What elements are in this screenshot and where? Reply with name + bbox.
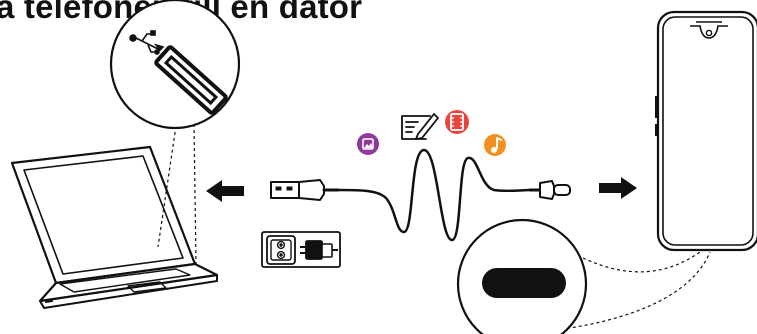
front-camera-icon [705,29,713,37]
phone-zoom-lines [554,251,711,331]
arrow-right-icon [599,177,637,199]
usb-cable [270,148,571,242]
usb-c-plug [528,180,571,200]
document-edit-icon [401,113,439,140]
usb-c-port [482,268,566,298]
phone-notch [690,25,728,39]
usb-symbol-icon [129,30,165,55]
smartphone [655,10,757,252]
music-file-icon [484,134,506,156]
laptop-display [23,155,184,275]
laptop-zoom-lines [157,123,197,265]
laptop-usb-port [45,300,53,303]
laptop [10,145,219,309]
usb-a-plug [270,179,340,201]
arrow-left-icon [206,180,244,202]
laptop-port-zoom [109,0,241,130]
image-file-icon [357,133,379,155]
wall-charger-icon [300,240,338,260]
wall-outlet-icon [266,235,296,265]
laptop-keyboard [59,268,191,293]
phone-side-button [655,96,658,118]
charger-adapter-box [261,231,341,268]
usb-a-port [154,45,228,115]
cable-wire [336,148,532,242]
laptop-touchpad [127,281,167,293]
phone-port-zoom [456,218,588,334]
video-file-icon [445,110,469,134]
